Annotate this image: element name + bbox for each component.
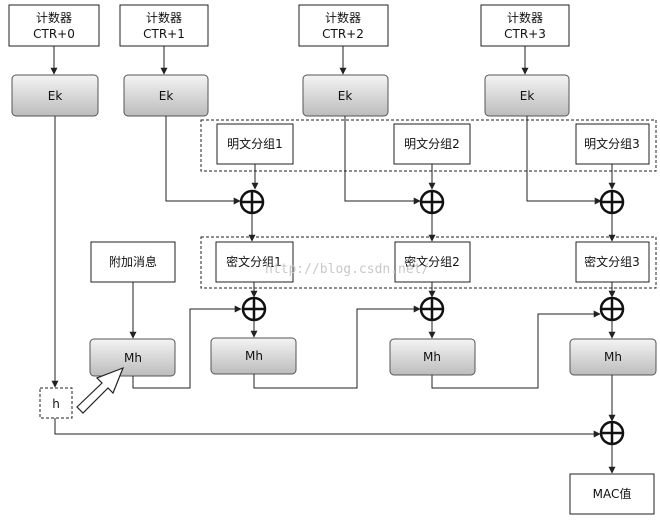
svg-text:Ek: Ek <box>159 89 174 103</box>
svg-text:Mh: Mh <box>245 349 263 363</box>
counter-box-1: 计数器 CTR+1 <box>119 4 209 47</box>
svg-text:h: h <box>52 397 60 411</box>
arrow-ek2-xor2 <box>344 116 421 205</box>
svg-text:密文分组3: 密文分组3 <box>584 254 640 269</box>
arrow-mh0-xorm1 <box>132 305 242 389</box>
counter-value-1: CTR+1 <box>143 27 185 41</box>
watermark-text: http://blog.csdn.net/ <box>265 262 429 277</box>
xor-icon-m3 <box>599 296 625 322</box>
mh-box-2: Mh <box>389 338 476 376</box>
mh-box-3: Mh <box>569 338 657 376</box>
xor-icon-m1 <box>241 296 267 322</box>
xor-icon-3 <box>599 189 625 215</box>
counter-value-2: CTR+2 <box>322 27 364 41</box>
ek-box-0: Ek <box>11 74 99 117</box>
counter-value-0: CTR+0 <box>33 27 75 41</box>
counter-label-0: 计数器 <box>36 10 72 25</box>
xor-icon-2 <box>419 189 445 215</box>
svg-text:Ek: Ek <box>338 89 353 103</box>
svg-text:MAC值: MAC值 <box>593 486 632 501</box>
svg-text:明文分组3: 明文分组3 <box>584 136 640 151</box>
arrow-ek3-xor3 <box>526 116 602 205</box>
ek-box-3: Ek <box>484 74 570 117</box>
svg-text:附加消息: 附加消息 <box>109 254 157 269</box>
counter-box-0: 计数器 CTR+0 <box>8 4 100 47</box>
ek-box-1: Ek <box>123 74 209 117</box>
mh-box-0: Mh <box>89 338 176 377</box>
hollow-arrow-icon <box>76 366 125 414</box>
svg-text:Mh: Mh <box>423 350 441 364</box>
svg-text:Ek: Ek <box>48 89 63 103</box>
plaintext-box-1: 明文分组1 <box>216 123 294 165</box>
svg-text:密文分组1: 密文分组1 <box>226 254 282 269</box>
svg-text:明文分组2: 明文分组2 <box>404 136 460 151</box>
svg-text:密文分组2: 密文分组2 <box>404 254 460 269</box>
counter-box-2: 计数器 CTR+2 <box>298 4 389 47</box>
svg-text:Mh: Mh <box>124 351 142 365</box>
arrow-ek1-xor1 <box>165 116 241 205</box>
plaintext-group-region <box>200 119 657 172</box>
ek-box-2: Ek <box>302 74 389 117</box>
additional-message-box: 附加消息 <box>90 241 176 283</box>
counter-value-3: CTR+3 <box>504 27 546 41</box>
plaintext-box-2: 明文分组2 <box>393 123 471 165</box>
arrow-mh1-xorm2 <box>253 305 421 389</box>
mh-box-1: Mh <box>210 337 297 375</box>
arrow-mh2-xorm3 <box>431 310 601 389</box>
svg-text:明文分组1: 明文分组1 <box>227 136 283 151</box>
xor-icon-m2 <box>419 296 445 322</box>
h-box: h <box>39 387 73 419</box>
svg-text:Ek: Ek <box>520 89 535 103</box>
mac-box: MAC值 <box>569 473 655 515</box>
xor-icon-final <box>599 420 625 446</box>
counter-box-3: 计数器 CTR+3 <box>480 4 570 47</box>
svg-text:Mh: Mh <box>604 350 622 364</box>
arrow-h-final-xor <box>54 418 601 438</box>
plaintext-box-3: 明文分组3 <box>575 123 650 165</box>
counter-label-1: 计数器 <box>146 10 182 25</box>
xor-icon-1 <box>239 189 265 215</box>
counter-label-3: 计数器 <box>507 10 543 25</box>
ciphertext-box-3: 密文分组3 <box>575 241 650 283</box>
counter-label-2: 计数器 <box>325 10 361 25</box>
ciphertext-box-1: 密文分组1 <box>215 241 294 283</box>
ciphertext-box-2: 密文分组2 <box>394 241 471 283</box>
